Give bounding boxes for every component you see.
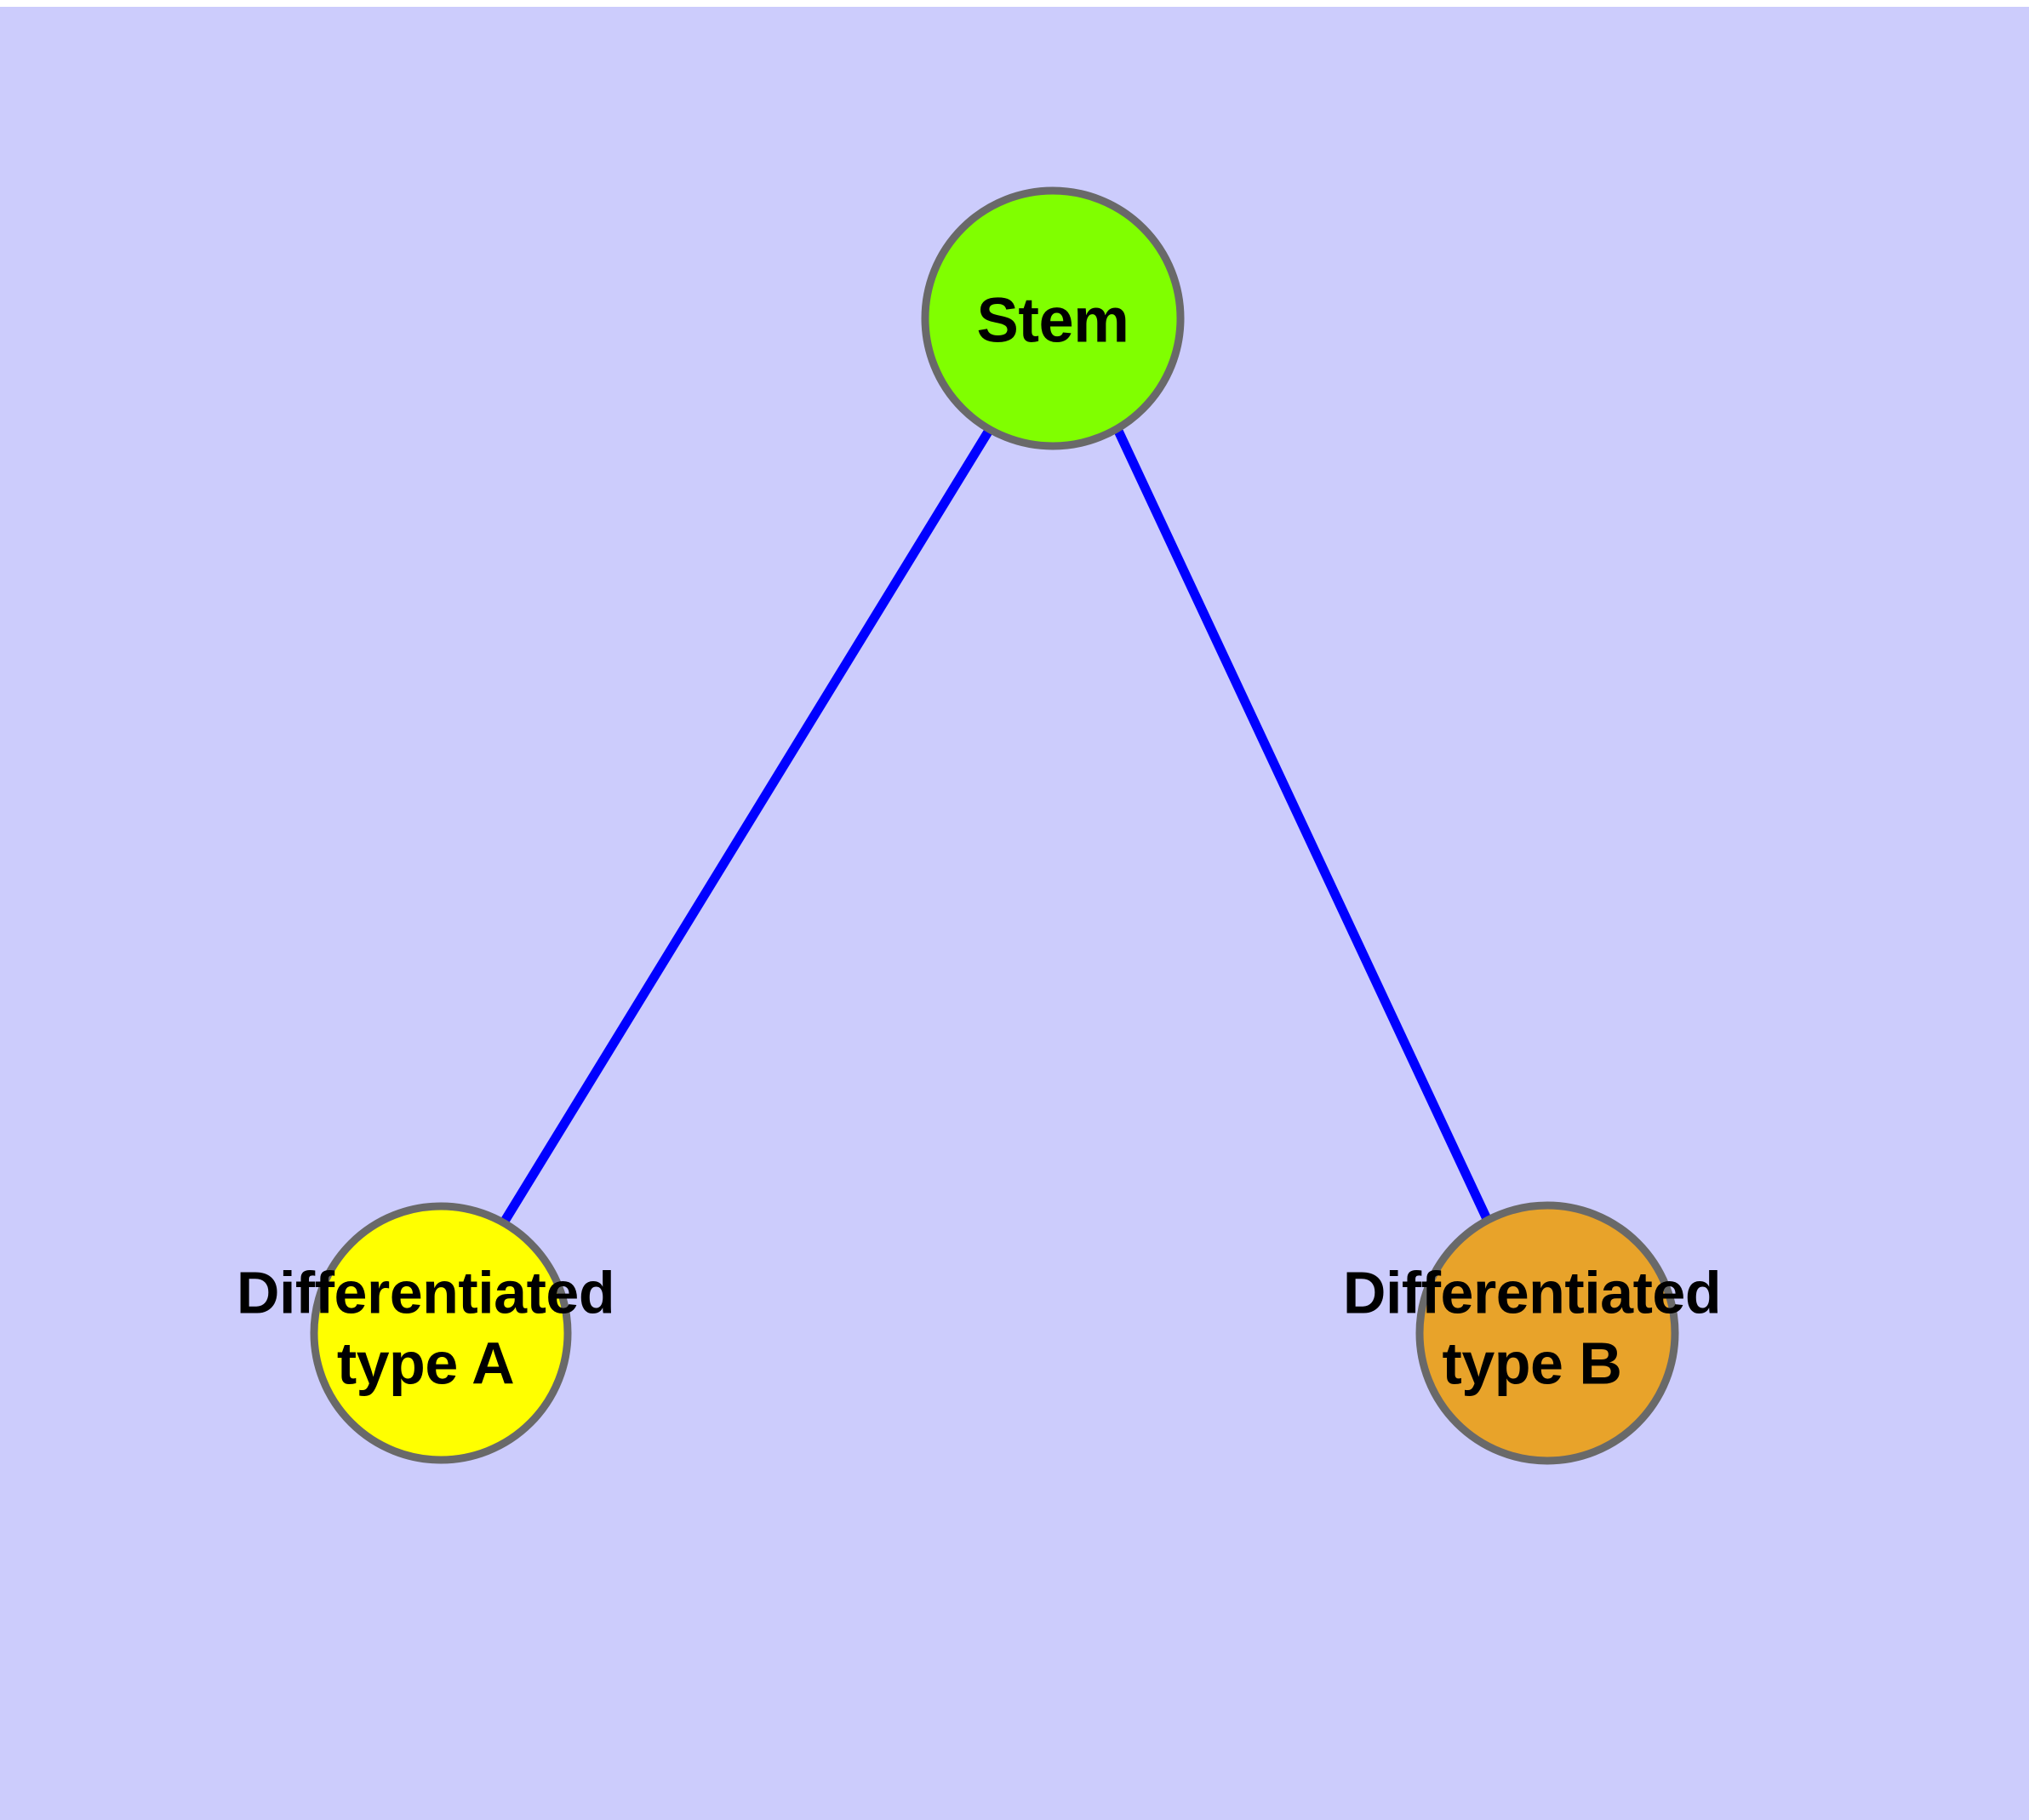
- edges-layer: [500, 426, 1492, 1225]
- node-diff-b[interactable]: [1415, 1201, 1679, 1465]
- edge-stem-to-diff-b[interactable]: [1113, 426, 1492, 1223]
- nodes-layer: [310, 186, 1679, 1465]
- node-diff-a[interactable]: [310, 1202, 572, 1464]
- node-stem[interactable]: [921, 186, 1185, 450]
- edge-stem-to-diff-a[interactable]: [500, 426, 994, 1225]
